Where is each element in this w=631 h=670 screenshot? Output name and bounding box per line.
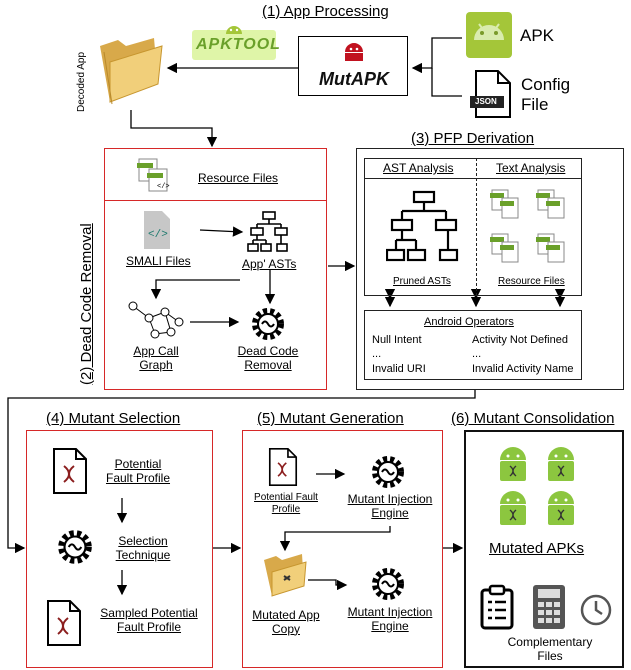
operator-item: Activity Not Defined xyxy=(472,334,568,346)
dna-file-icon xyxy=(53,448,87,494)
selection-technique-label: Selection Technique xyxy=(115,534,171,562)
section5-title: (5) Mutant Generation xyxy=(257,410,404,427)
analysis-header-line xyxy=(364,178,582,179)
resource-files-icon: </> xyxy=(137,158,170,192)
gen-fault-profile-label: Potential Fault Profile xyxy=(254,492,318,515)
dead-code-removal-box xyxy=(104,148,327,390)
apktool-text: APKTOOL xyxy=(196,36,281,53)
config-file-label: Config File xyxy=(521,75,571,114)
android-bug-icon xyxy=(345,43,363,61)
android-operators-box xyxy=(364,310,582,380)
operator-item: Invalid URI xyxy=(372,363,426,375)
mutant-injection-engine-2-label: Mutant Injection Engine xyxy=(347,605,433,633)
svg-text:</>: </> xyxy=(148,229,168,241)
android-operators-title: Android Operators xyxy=(424,316,514,328)
mutapk-box: MutAPK xyxy=(298,36,408,96)
gear-icon xyxy=(252,308,284,340)
text-resource-files-label: Resource Files xyxy=(498,276,565,287)
dna-file-icon xyxy=(268,448,298,486)
mutant-selection-box xyxy=(26,430,213,668)
android-head-icon xyxy=(226,26,242,34)
sampled-fault-profile-label: Sampled Potential Fault Profile xyxy=(100,606,198,634)
mutated-folder-icon xyxy=(264,554,307,597)
resource-files-label: Resource Files xyxy=(198,171,279,185)
operator-item: ... xyxy=(472,348,482,360)
smali-file-icon: </> xyxy=(144,211,170,249)
pfp-derivation-box xyxy=(356,148,624,390)
clock-icon xyxy=(580,594,612,626)
section1-title: (1) App Processing xyxy=(262,3,389,20)
operator-item: Null Intent xyxy=(372,334,422,346)
gear-icon xyxy=(372,456,404,488)
mutated-apk-icons xyxy=(500,447,574,525)
dead-code-removal-label: Dead Code Removal xyxy=(237,344,299,372)
apk-label: APK xyxy=(520,26,555,45)
section6-title: (6) Mutant Consolidation xyxy=(451,410,615,427)
apktool-logo: APKTOOL xyxy=(192,26,280,60)
potential-fault-profile-label: Potential Fault Profile xyxy=(105,457,171,485)
json-badge: JSON xyxy=(475,97,497,106)
section3-title: (3) PFP Derivation xyxy=(411,130,535,147)
section4-title: (4) Mutant Selection xyxy=(46,410,181,427)
pruned-asts-label: Pruned ASTs xyxy=(393,276,451,287)
app-call-graph-label: App Call Graph xyxy=(133,344,179,372)
analysis-divider xyxy=(476,158,477,296)
mutant-consolidation-box xyxy=(464,430,624,668)
json-file-icon xyxy=(470,70,511,118)
section2-divider xyxy=(104,200,327,201)
mutated-app-copy-label: Mutated App Copy xyxy=(252,608,320,636)
gear-icon xyxy=(58,530,92,564)
ast-tree-icon xyxy=(247,211,288,252)
mutant-injection-engine-label: Mutant Injection Engine xyxy=(347,492,433,520)
clipboard-icon xyxy=(480,584,514,630)
section2-title: (2) Dead Code Removal xyxy=(78,223,95,385)
mutated-apks-label: Mutated APKs xyxy=(489,540,585,557)
analysis-box xyxy=(364,158,582,296)
text-analysis-label: Text Analysis xyxy=(496,161,566,175)
mutapk-text: MutAPK xyxy=(319,69,389,89)
decoded-app-label: Decoded App xyxy=(76,51,87,112)
operator-item: Invalid Activity Name xyxy=(472,363,574,375)
calculator-icon xyxy=(533,585,565,629)
operator-item: ... xyxy=(372,348,382,360)
ast-analysis-label: AST Analysis xyxy=(383,161,454,175)
app-asts-label: App' ASTs xyxy=(242,257,297,271)
folder-icon xyxy=(100,38,163,105)
dna-file-icon xyxy=(47,600,81,646)
call-graph-icon xyxy=(128,301,184,339)
smali-files-label: SMALI Files xyxy=(126,254,191,268)
pruned-ast-tree-icon xyxy=(386,190,459,262)
gear-icon xyxy=(372,568,404,600)
mutant-generation-box xyxy=(242,430,443,668)
svg-text:</>: </> xyxy=(157,183,170,191)
apk-android-icon xyxy=(466,12,512,58)
complementary-files-label: Complementary Files xyxy=(507,635,593,663)
resource-files-grid-icon xyxy=(490,189,565,263)
